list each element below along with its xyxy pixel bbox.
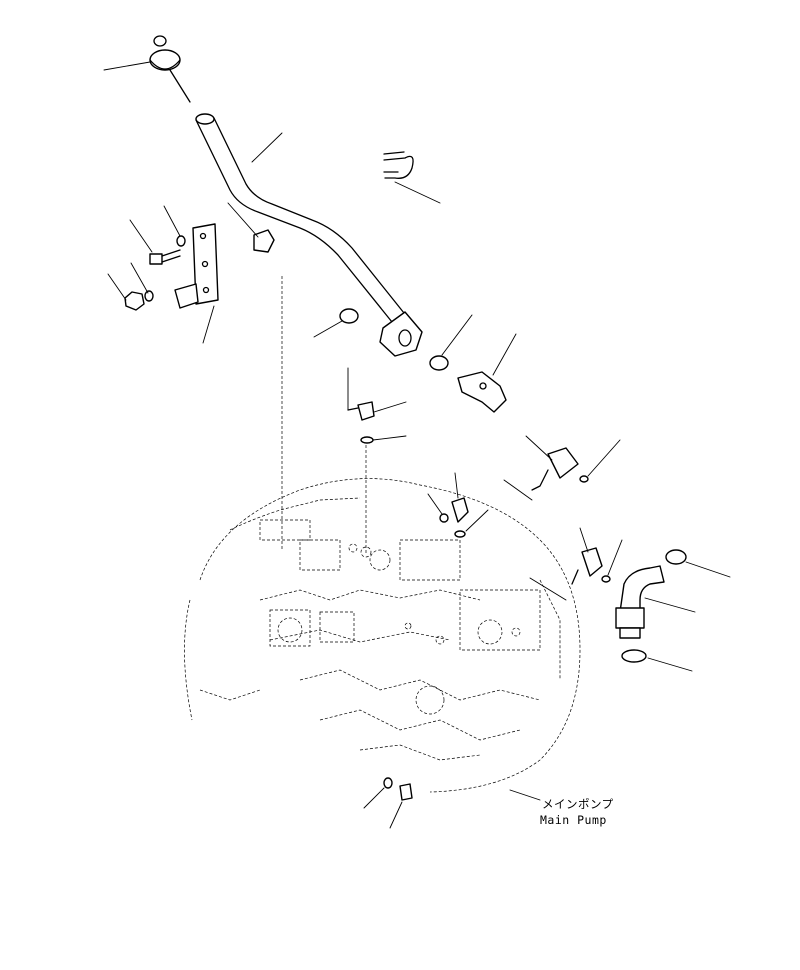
banjo-bolt xyxy=(457,333,517,413)
large-elbow-fitting xyxy=(615,549,731,672)
o-ring-right xyxy=(429,314,473,371)
o-ring-left xyxy=(313,308,359,338)
main-pump-label-en: Main Pump xyxy=(540,813,607,827)
main-pump-label-jp: メインポンプ xyxy=(542,797,614,811)
small-fitting-middle xyxy=(427,472,489,538)
pressure-sensor-upper xyxy=(503,435,621,501)
dipstick-cap xyxy=(103,35,191,103)
pressure-sensor-lower xyxy=(529,527,623,601)
dipstick-tube xyxy=(195,113,423,357)
clamp-clip xyxy=(227,202,275,253)
drain-plug xyxy=(363,777,413,829)
u-bolt xyxy=(383,151,441,204)
main-pump-body xyxy=(184,478,581,801)
nut xyxy=(107,262,154,311)
bolt xyxy=(129,205,186,265)
elbow-fitting-center xyxy=(347,367,407,555)
bracket-plate xyxy=(174,223,219,344)
